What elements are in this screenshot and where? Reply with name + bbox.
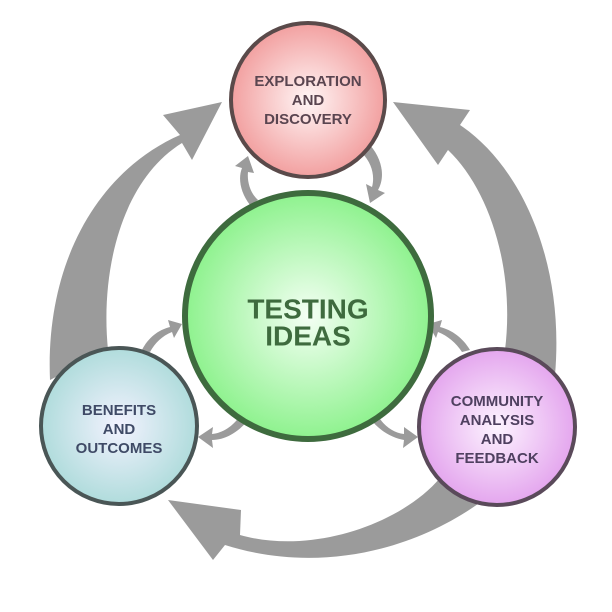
community-analysis-and-feedback-node: COMMUNITY ANALYSIS AND FEEDBACK — [417, 347, 577, 507]
community-label-line-3: AND — [481, 431, 514, 448]
outer-cycle-arrows — [49, 102, 557, 560]
community-label-line-1: COMMUNITY — [451, 393, 544, 410]
arrow-benefits-to-testing — [142, 320, 182, 352]
arrow-benefits-to-exploration — [49, 102, 222, 380]
arrow-community-to-benefits — [168, 478, 490, 560]
exploration-label-line-3: DISCOVERY — [264, 111, 352, 128]
testing-ideas-node: TESTING IDEAS — [182, 190, 434, 442]
community-label-line-4: FEEDBACK — [455, 450, 539, 467]
arrow-testing-to-benefits — [198, 416, 248, 448]
benefits-label-line-1: BENEFITS — [82, 402, 156, 419]
arrow-community-to-testing — [428, 320, 470, 352]
arrow-testing-to-exploration — [235, 156, 258, 205]
center-label-line-1: TESTING — [247, 293, 368, 324]
arrow-community-to-exploration — [393, 102, 557, 375]
benefits-label-line-2: AND — [103, 421, 136, 438]
exploration-label-line-2: AND — [292, 92, 325, 109]
exploration-and-discovery-node: EXPLORATION AND DISCOVERY — [229, 21, 387, 179]
arrow-testing-to-community — [370, 416, 418, 448]
arrow-exploration-to-testing — [362, 145, 385, 203]
exploration-label-line-1: EXPLORATION — [254, 73, 361, 90]
inner-arrows — [142, 145, 470, 448]
benefits-label-line-3: OUTCOMES — [76, 440, 163, 457]
community-label-line-2: ANALYSIS — [460, 412, 534, 429]
benefits-and-outcomes-node: BENEFITS AND OUTCOMES — [39, 346, 199, 506]
center-label-line-2: IDEAS — [265, 320, 351, 351]
